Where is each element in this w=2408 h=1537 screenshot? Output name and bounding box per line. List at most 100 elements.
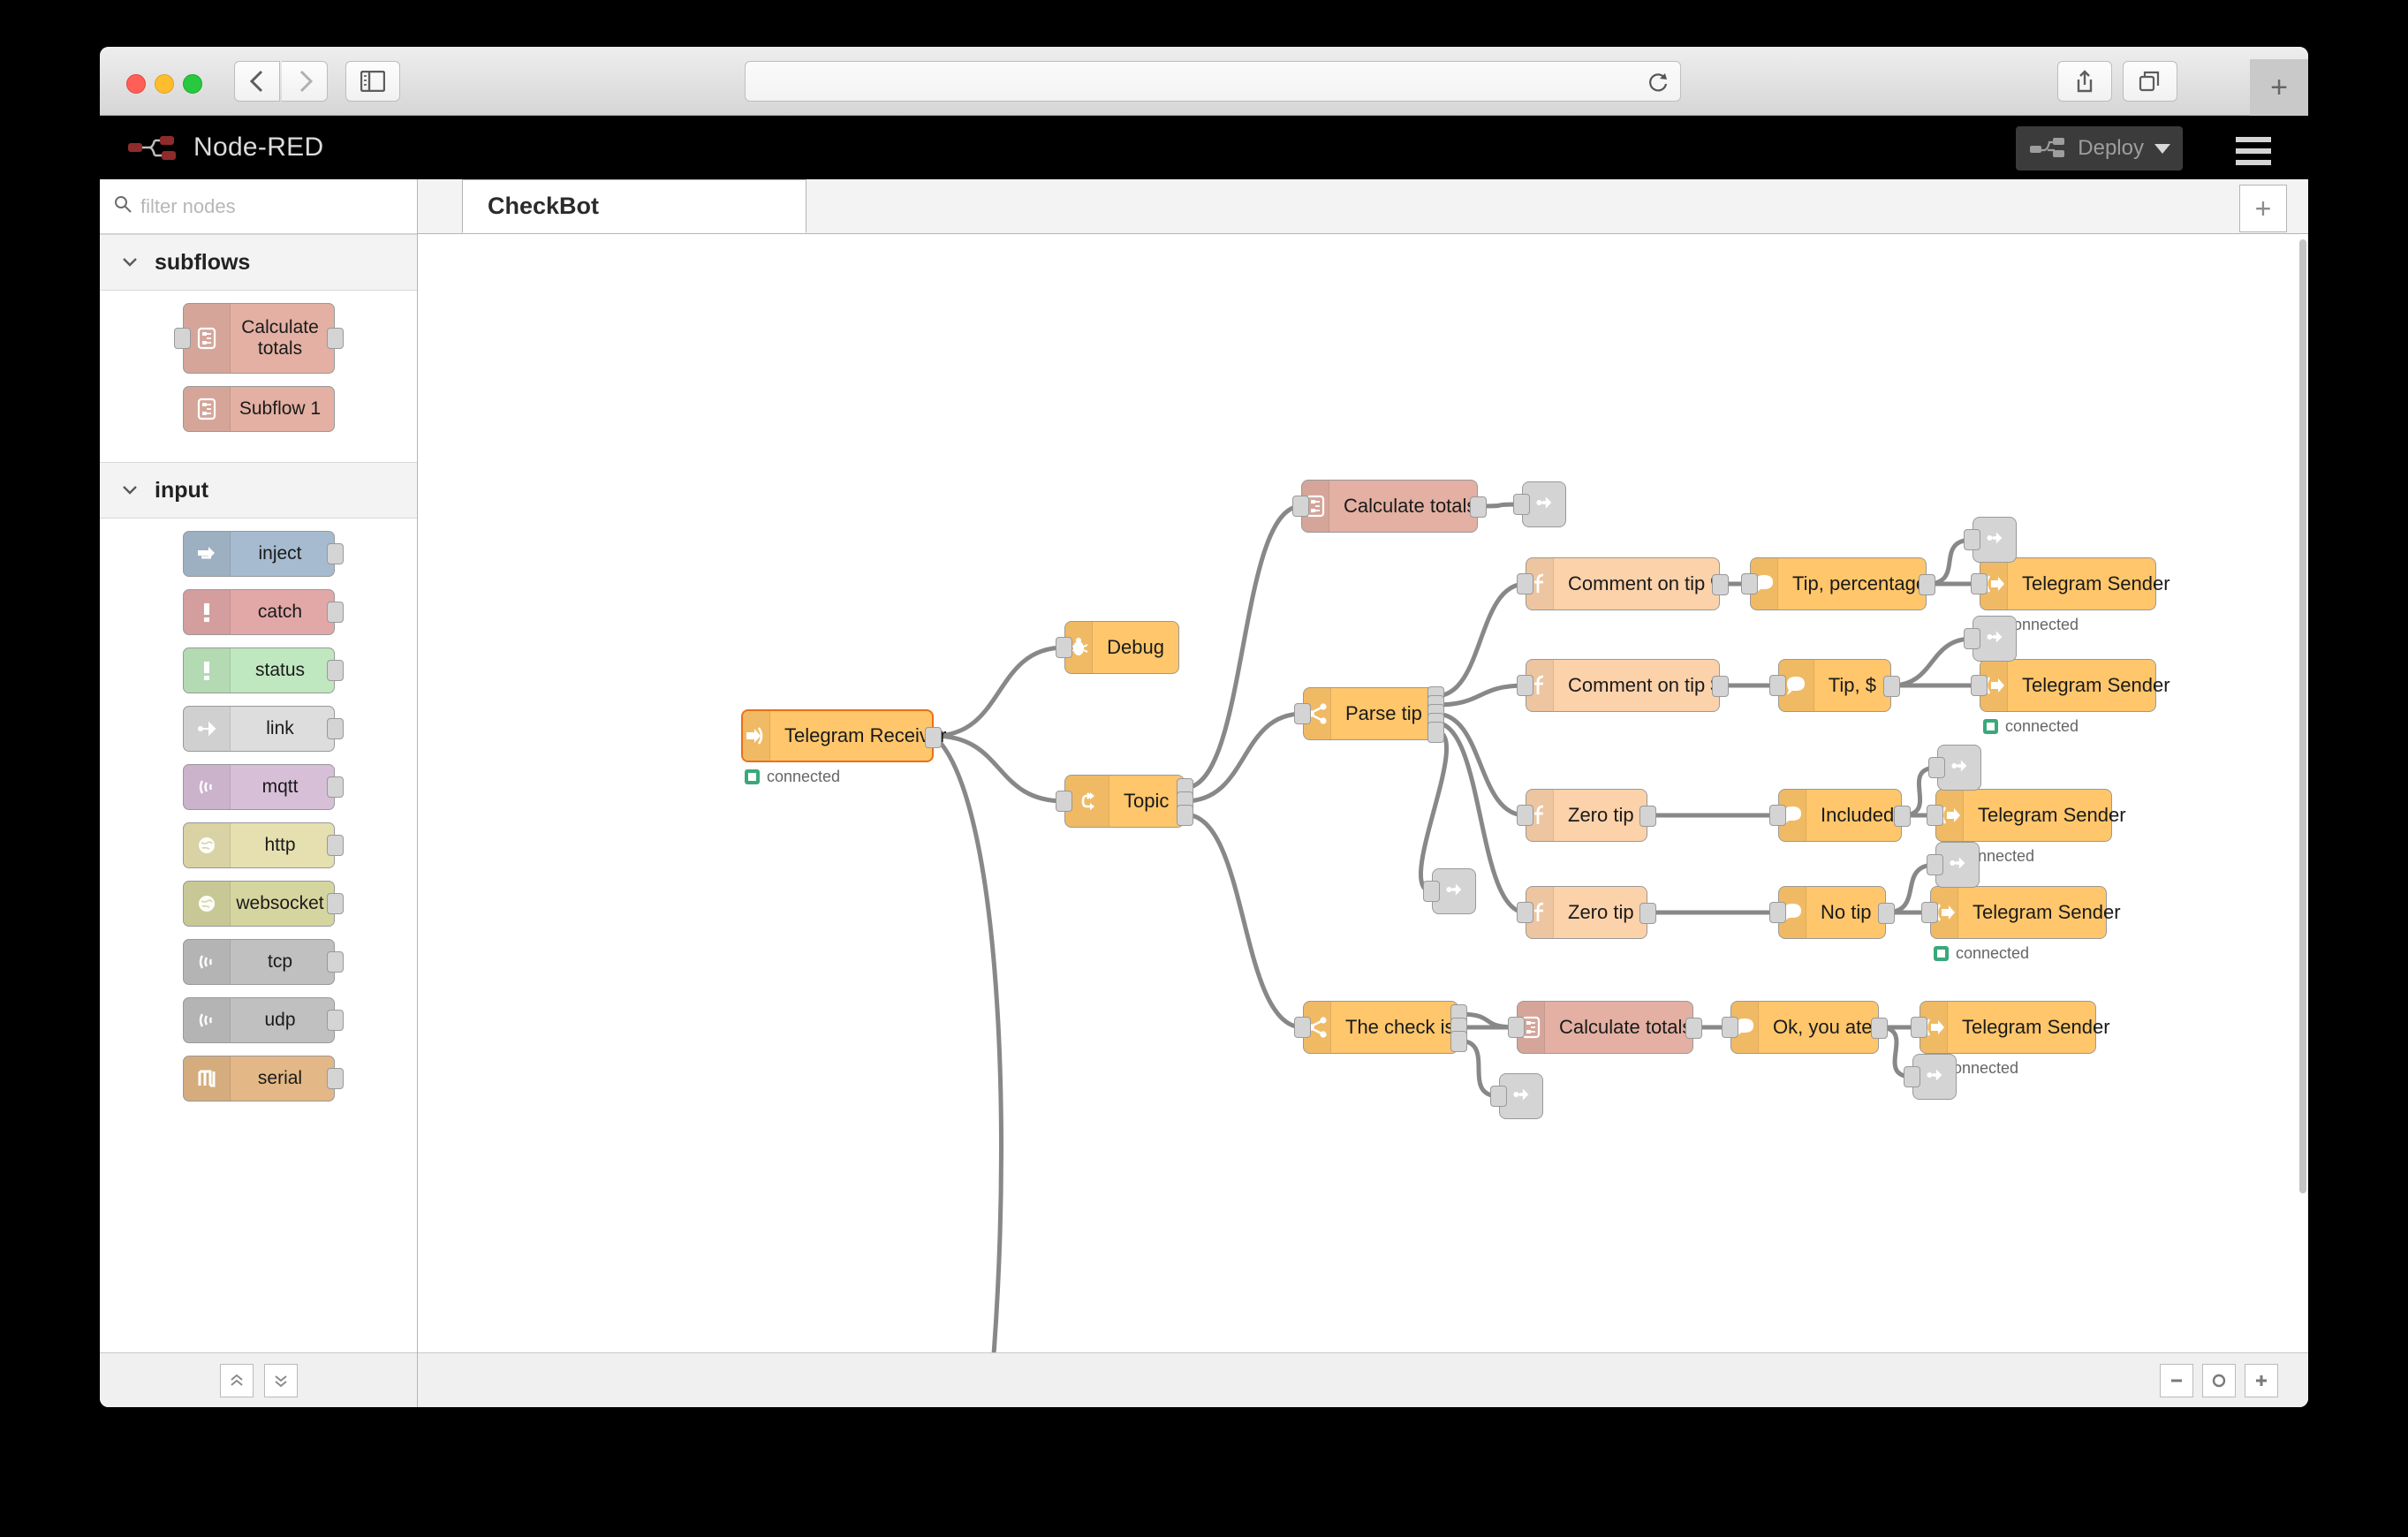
flow-canvas[interactable]: Telegram Receiver connected Debug Topic … <box>418 234 2308 1352</box>
palette-node-http[interactable]: http <box>182 822 344 868</box>
canvas-scrollbar[interactable] <box>2299 239 2306 1193</box>
node-input-port[interactable] <box>1517 902 1533 923</box>
node-input-port[interactable] <box>1971 675 1988 696</box>
reload-icon[interactable] <box>1647 71 1670 98</box>
flow-node-ok-you-ate[interactable]: Ok, you ate! <box>1722 1001 1888 1054</box>
sidebar-toggle-icon[interactable] <box>345 61 400 102</box>
window-minimize-button[interactable] <box>155 74 174 94</box>
palette-node-subflow-1[interactable]: Subflow 1 <box>182 386 335 432</box>
forward-icon[interactable] <box>282 61 328 102</box>
flow-node-parse-tip[interactable]: Parse tip <box>1294 686 1444 743</box>
node-input-port[interactable] <box>1490 1086 1507 1107</box>
flow-node-comment-on-tip-dollar[interactable]: Comment on tip $ <box>1517 659 1729 712</box>
node-output-port[interactable] <box>1450 1031 1467 1052</box>
deploy-button[interactable]: Deploy <box>2016 126 2183 170</box>
flow-node-zero-tip-2[interactable]: Zero tip <box>1517 886 1656 939</box>
flow-node-the-check-is[interactable]: The check is <box>1294 1001 1467 1054</box>
node-output-port[interactable] <box>326 602 344 623</box>
node-input-port[interactable] <box>1741 573 1758 594</box>
node-output-port[interactable] <box>326 718 344 739</box>
flow-node-telegram-sender-2[interactable]: Telegram Sender <box>1971 659 2170 712</box>
flow-node-telegram-receiver[interactable]: Telegram Receiver <box>741 709 946 762</box>
flow-node-telegram-sender-1[interactable]: Telegram Sender <box>1971 557 2170 610</box>
palette-node-udp[interactable]: udp <box>182 997 344 1043</box>
add-flow-tab-button[interactable]: + <box>2239 185 2287 232</box>
node-input-port[interactable] <box>1508 1017 1525 1038</box>
flow-node-link-out-tip-pct[interactable] <box>1964 517 2017 563</box>
flow-node-comment-on-tip-pct[interactable]: Comment on tip % <box>1517 557 1729 610</box>
node-input-port[interactable] <box>1423 881 1440 902</box>
node-output-port[interactable] <box>1639 903 1656 924</box>
flow-node-included[interactable]: Included <box>1769 789 1911 842</box>
node-input-port[interactable] <box>1517 805 1533 826</box>
node-input-port[interactable] <box>1722 1017 1738 1038</box>
back-icon[interactable] <box>234 61 280 102</box>
flow-node-topic[interactable]: Topic <box>1056 775 1193 828</box>
palette-node-websocket[interactable]: websocket <box>182 881 344 927</box>
palette-search-row[interactable] <box>100 179 417 234</box>
node-input-port[interactable] <box>1964 628 1980 649</box>
palette-node-link[interactable]: link <box>182 706 344 752</box>
node-output-port[interactable] <box>326 1010 344 1031</box>
chevrons-up-icon[interactable] <box>219 1363 254 1397</box>
flow-node-link-out-check-is[interactable] <box>1490 1073 1543 1119</box>
flow-node-zero-tip-1[interactable]: Zero tip <box>1517 789 1656 842</box>
new-browser-tab-button[interactable]: + <box>2250 59 2308 116</box>
zoom-in-button[interactable] <box>2245 1363 2278 1397</box>
node-input-port[interactable] <box>1769 902 1786 923</box>
node-input-port[interactable] <box>1292 496 1309 517</box>
node-input-port[interactable] <box>1056 637 1072 658</box>
node-input-port[interactable] <box>1964 529 1980 550</box>
node-output-port[interactable] <box>326 1068 344 1089</box>
zoom-out-button[interactable] <box>2160 1363 2193 1397</box>
node-input-port[interactable] <box>1294 703 1311 724</box>
node-input-port[interactable] <box>1928 757 1945 778</box>
node-input-port[interactable] <box>1056 791 1072 812</box>
flow-node-tip-percentage[interactable]: Tip, percentage <box>1741 557 1935 610</box>
palette-category-input[interactable]: input <box>100 462 417 519</box>
hamburger-menu-icon[interactable] <box>2236 137 2271 171</box>
zoom-reset-button[interactable] <box>2202 1363 2236 1397</box>
node-input-port[interactable] <box>173 328 191 349</box>
node-output-port[interactable] <box>1639 806 1656 827</box>
flow-node-link-out-ok-you-ate[interactable] <box>1904 1054 1957 1100</box>
palette-node-calculate-totals[interactable]: Calculate totals <box>173 303 344 374</box>
node-output-port[interactable] <box>1712 676 1729 697</box>
flow-node-no-tip[interactable]: No tip <box>1769 886 1895 939</box>
flow-node-telegram-sender-3[interactable]: Telegram Sender <box>1927 789 2126 842</box>
node-output-port[interactable] <box>1685 1018 1702 1039</box>
node-input-port[interactable] <box>1769 805 1786 826</box>
palette-node-serial[interactable]: serial <box>182 1056 344 1102</box>
flow-node-link-out-parse-tip[interactable] <box>1423 868 1476 914</box>
url-input[interactable] <box>746 62 1680 101</box>
node-output-port[interactable] <box>1712 574 1729 595</box>
url-bar[interactable] <box>745 61 1681 102</box>
node-input-port[interactable] <box>1904 1066 1920 1087</box>
node-input-port[interactable] <box>1971 573 1988 594</box>
node-output-port[interactable] <box>1177 805 1193 826</box>
palette-node-catch[interactable]: catch <box>182 589 344 635</box>
window-close-button[interactable] <box>126 74 146 94</box>
node-input-port[interactable] <box>1517 675 1533 696</box>
share-icon[interactable] <box>2057 61 2112 102</box>
flow-node-tip-dollar[interactable]: Tip, $ <box>1769 659 1900 712</box>
tab-overview-icon[interactable] <box>2123 61 2177 102</box>
node-output-port[interactable] <box>326 328 344 349</box>
node-output-port[interactable] <box>326 776 344 798</box>
node-input-port[interactable] <box>1921 902 1938 923</box>
node-input-port[interactable] <box>1927 805 1943 826</box>
node-output-port[interactable] <box>925 727 942 748</box>
node-output-port[interactable] <box>1427 722 1444 743</box>
node-input-port[interactable] <box>1517 573 1533 594</box>
node-output-port[interactable] <box>1919 574 1935 595</box>
search-input[interactable] <box>140 194 403 218</box>
node-output-port[interactable] <box>1470 496 1487 518</box>
window-maximize-button[interactable] <box>183 74 202 94</box>
chevrons-down-icon[interactable] <box>263 1363 298 1397</box>
flow-node-link-out-tip-dollar[interactable] <box>1964 616 2017 662</box>
chevron-down-icon[interactable] <box>2154 143 2170 154</box>
flow-node-link-out-included[interactable] <box>1928 745 1981 791</box>
node-output-port[interactable] <box>326 543 344 564</box>
node-input-port[interactable] <box>1294 1017 1311 1038</box>
palette-category-subflows[interactable]: subflows <box>100 234 417 291</box>
